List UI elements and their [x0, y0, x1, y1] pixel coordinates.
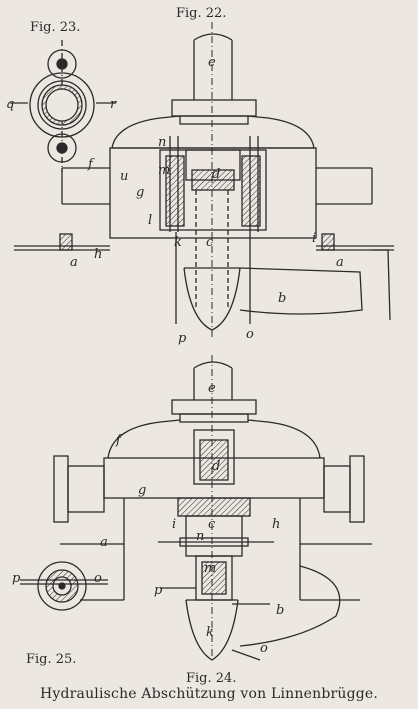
fig22-letter-g: g — [136, 185, 144, 200]
fig24-letter-i: i — [172, 517, 176, 532]
fig23-letter-q: q — [6, 97, 14, 112]
fig25-label: Fig. 25. — [26, 652, 77, 667]
fig23-label: Fig. 23. — [30, 20, 81, 35]
fig24-letter-g: g — [138, 483, 146, 498]
figure-caption: Hydraulische Abschützung von Linnenbrügg… — [39, 686, 379, 702]
fig22-letter-f: f — [87, 157, 95, 172]
fig22-letter-m: m — [158, 163, 170, 178]
fig22-letter-p: p — [178, 331, 187, 346]
fig24-letter-n: n — [196, 529, 204, 544]
fig24-letter-a: a — [100, 535, 108, 550]
fig25-letter-o: o — [94, 571, 102, 586]
fig22-letter-l: l — [148, 213, 152, 228]
fig22-letter-e: e — [208, 55, 216, 70]
fig22-letter-b: b — [278, 291, 286, 306]
fig22-drawing — [14, 22, 394, 340]
fig24-letter-h: h — [272, 517, 280, 532]
fig23-drawing — [10, 40, 116, 172]
fig25-drawing — [20, 561, 108, 611]
fig22-letter-h: h — [94, 247, 102, 262]
fig23-letter-r: r — [110, 97, 117, 112]
fig24-letter-b: b — [276, 603, 284, 618]
fig25-letter-p: p — [12, 571, 21, 586]
fig22-letter-c: c — [206, 235, 214, 250]
fig22-label: Fig. 22. — [176, 6, 227, 21]
fig24-letter-d: d — [212, 459, 220, 474]
fig24-letter-k: k — [206, 625, 214, 640]
fig24-letter-f: f — [115, 433, 123, 448]
fig24-letter-m: m — [204, 561, 216, 576]
fig22-letter-i: i — [312, 231, 316, 246]
fig22-letter-a-left: a — [70, 255, 78, 270]
fig22-letter-d: d — [212, 167, 220, 182]
fig24-drawing — [53, 355, 372, 661]
fig22-letter-k: k — [174, 235, 182, 250]
fig24-letter-o: o — [260, 641, 268, 656]
fig24-label: Fig. 24. — [186, 671, 237, 686]
fig22-letter-o: o — [246, 327, 254, 342]
fig24-letter-c: c — [208, 517, 216, 532]
fig22-letter-u: u — [120, 169, 128, 184]
fig22-letter-a-right: a — [336, 255, 344, 270]
fig24-letter-e: e — [208, 381, 216, 396]
fig22-letter-n: n — [158, 135, 166, 150]
fig24-letter-p: p — [154, 583, 163, 598]
